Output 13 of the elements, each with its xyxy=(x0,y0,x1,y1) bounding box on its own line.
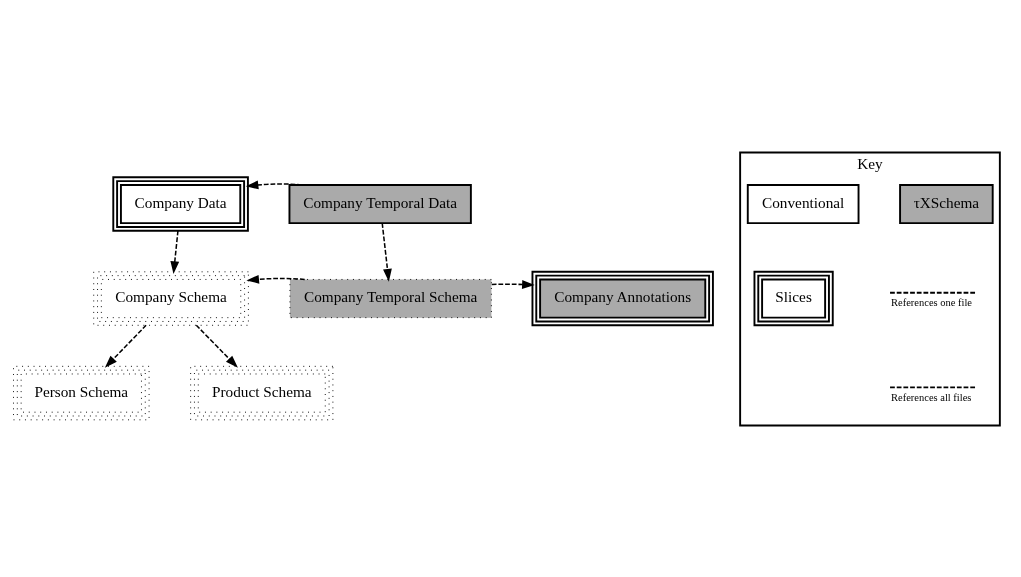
arrow xyxy=(170,229,180,274)
node-box: Company Temporal Schema xyxy=(289,278,492,318)
arrow xyxy=(490,279,535,289)
legend-label: References all files xyxy=(891,391,972,403)
node-box: Slices xyxy=(753,270,834,326)
arrow xyxy=(104,324,147,368)
legend-label: References one file xyxy=(891,296,973,308)
node-box: τXSchema xyxy=(899,183,994,224)
arrow xyxy=(195,324,238,368)
arrow xyxy=(381,222,392,282)
node-box: Company Temporal Data xyxy=(288,183,472,224)
arrow xyxy=(246,274,306,284)
node-box: Conventional xyxy=(746,183,860,224)
